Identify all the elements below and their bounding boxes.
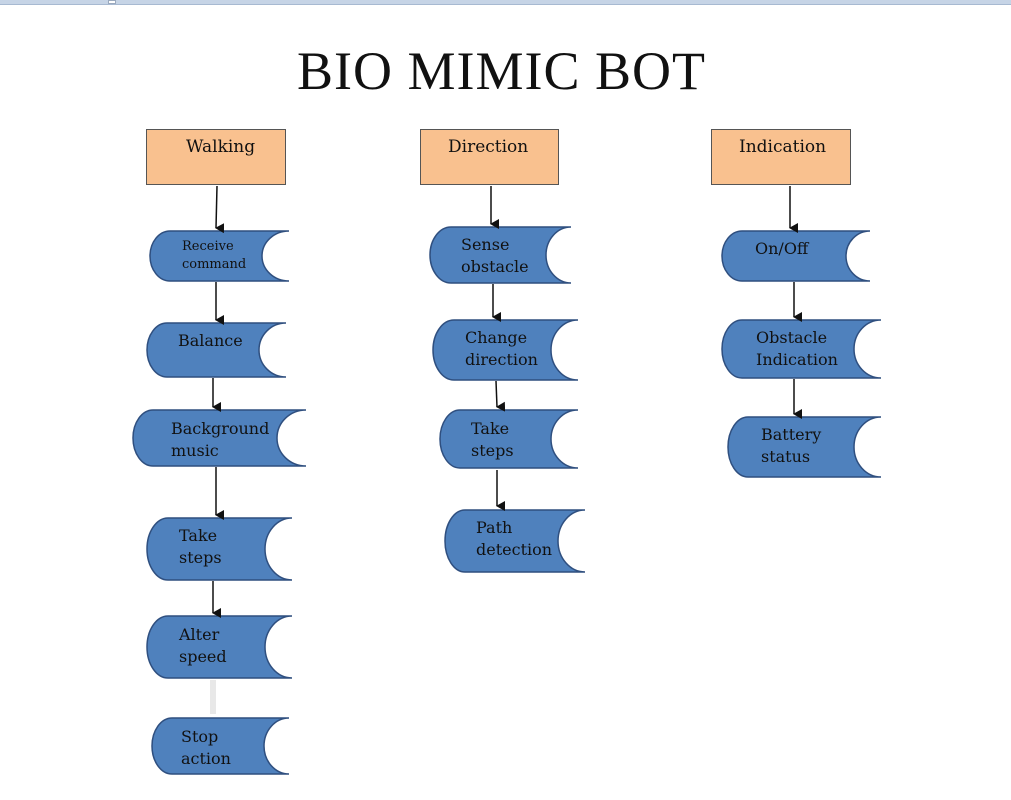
header-label-indication: Indication (739, 137, 827, 157)
step-label-take-steps-direction: Take steps (471, 419, 514, 460)
step-label-receive-command: Receive command (182, 239, 247, 272)
diagram-title: BIO MIMIC BOT (297, 41, 707, 101)
step-label-balance: Balance (178, 331, 243, 350)
step-shape-change-direction (432, 319, 579, 381)
step-label-obstacle-indication: Obstacle Indication (756, 328, 838, 369)
arrow-walking-to-receive (215, 185, 225, 234)
step-shape-take-steps-direction (439, 409, 579, 469)
header-box-walking (146, 129, 286, 185)
arrow-change-to-take-steps (495, 380, 506, 412)
ruler-indent-marker[interactable] (108, 0, 116, 4)
step-label-stop-action: Stop action (181, 727, 231, 768)
step-label-background-music: Background music (171, 419, 270, 460)
step-label-change-direction: Change direction (465, 328, 538, 369)
step-shape-stop-action (151, 717, 290, 775)
step-shape-path-detection (444, 509, 586, 573)
step-shape-on-off (721, 230, 871, 282)
step-shape-alter-speed (146, 615, 293, 679)
step-shape-balance (146, 322, 287, 378)
ruler (0, 0, 1011, 5)
header-label-walking: Walking (186, 137, 256, 157)
header-box-direction (420, 129, 559, 185)
step-shape-take-steps-walking (146, 517, 293, 581)
step-shape-receive-command (149, 230, 290, 282)
header-box-indication (711, 129, 851, 185)
step-shape-sense-obstacle (429, 226, 572, 284)
step-label-path-detection: Path detection (476, 518, 553, 559)
header-label-direction: Direction (448, 137, 529, 157)
step-label-sense-obstacle: Sense obstacle (461, 235, 529, 276)
step-label-take-steps-walking: Take steps (179, 526, 222, 567)
step-label-alter-speed: Alter speed (179, 625, 227, 666)
step-label-on-off: On/Off (755, 239, 809, 258)
step-label-battery-status: Battery status (761, 425, 822, 466)
step-shape-battery-status (727, 416, 882, 478)
step-shape-background-music (132, 409, 307, 467)
step-shape-obstacle-indication (721, 319, 882, 379)
